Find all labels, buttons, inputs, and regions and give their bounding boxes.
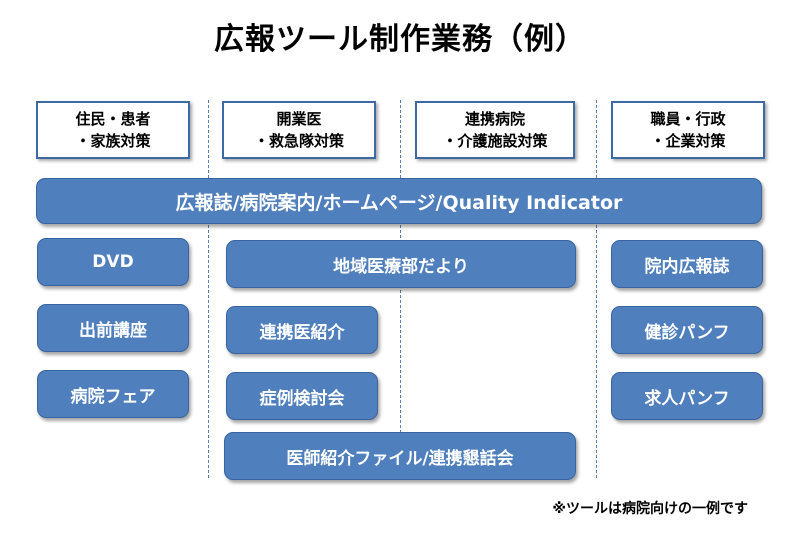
tool-lecture: 出前講座: [37, 304, 189, 352]
banner-tools: 広報誌/病院案内/ホームページ/Quality Indicator: [36, 178, 762, 224]
column-divider: [400, 100, 401, 478]
header-line: 職員・行政: [650, 110, 726, 128]
header-line: ・企業対策: [650, 132, 726, 150]
header-line: ・介護施設対策: [442, 132, 548, 150]
tool-checkup-pamphlet: 健診パンフ: [611, 306, 763, 354]
column-divider: [208, 100, 209, 478]
column-divider: [596, 100, 597, 478]
tool-internal-newsletter: 院内広報誌: [611, 240, 763, 288]
tool-regional-newsletter: 地域医療部だより: [226, 240, 576, 288]
header-partner-hospitals: 連携病院 ・介護施設対策: [415, 101, 575, 159]
tool-case-conference: 症例検討会: [226, 372, 378, 420]
tool-dvd: DVD: [37, 238, 189, 286]
tool-partner-introduction: 連携医紹介: [226, 306, 378, 354]
tool-doctor-file: 医師紹介ファイル/連携懇話会: [224, 432, 576, 480]
header-residents-patients: 住民・患者 ・家族対策: [36, 101, 190, 159]
header-line: 開業医: [276, 110, 322, 128]
header-line: ・家族対策: [75, 132, 151, 150]
header-line: 連携病院: [464, 110, 525, 128]
header-line: 住民・患者: [75, 110, 151, 128]
header-practitioners: 開業医 ・救急隊対策: [222, 101, 376, 159]
header-line: ・救急隊対策: [253, 132, 344, 150]
header-staff-government: 職員・行政 ・企業対策: [611, 101, 765, 159]
footnote: ※ツールは病院向けの一例です: [552, 501, 748, 517]
tool-recruit-pamphlet: 求人パンフ: [611, 372, 763, 420]
tool-hospital-fair: 病院フェア: [37, 370, 189, 418]
page-title: 広報ツール制作業務（例）: [214, 22, 586, 57]
